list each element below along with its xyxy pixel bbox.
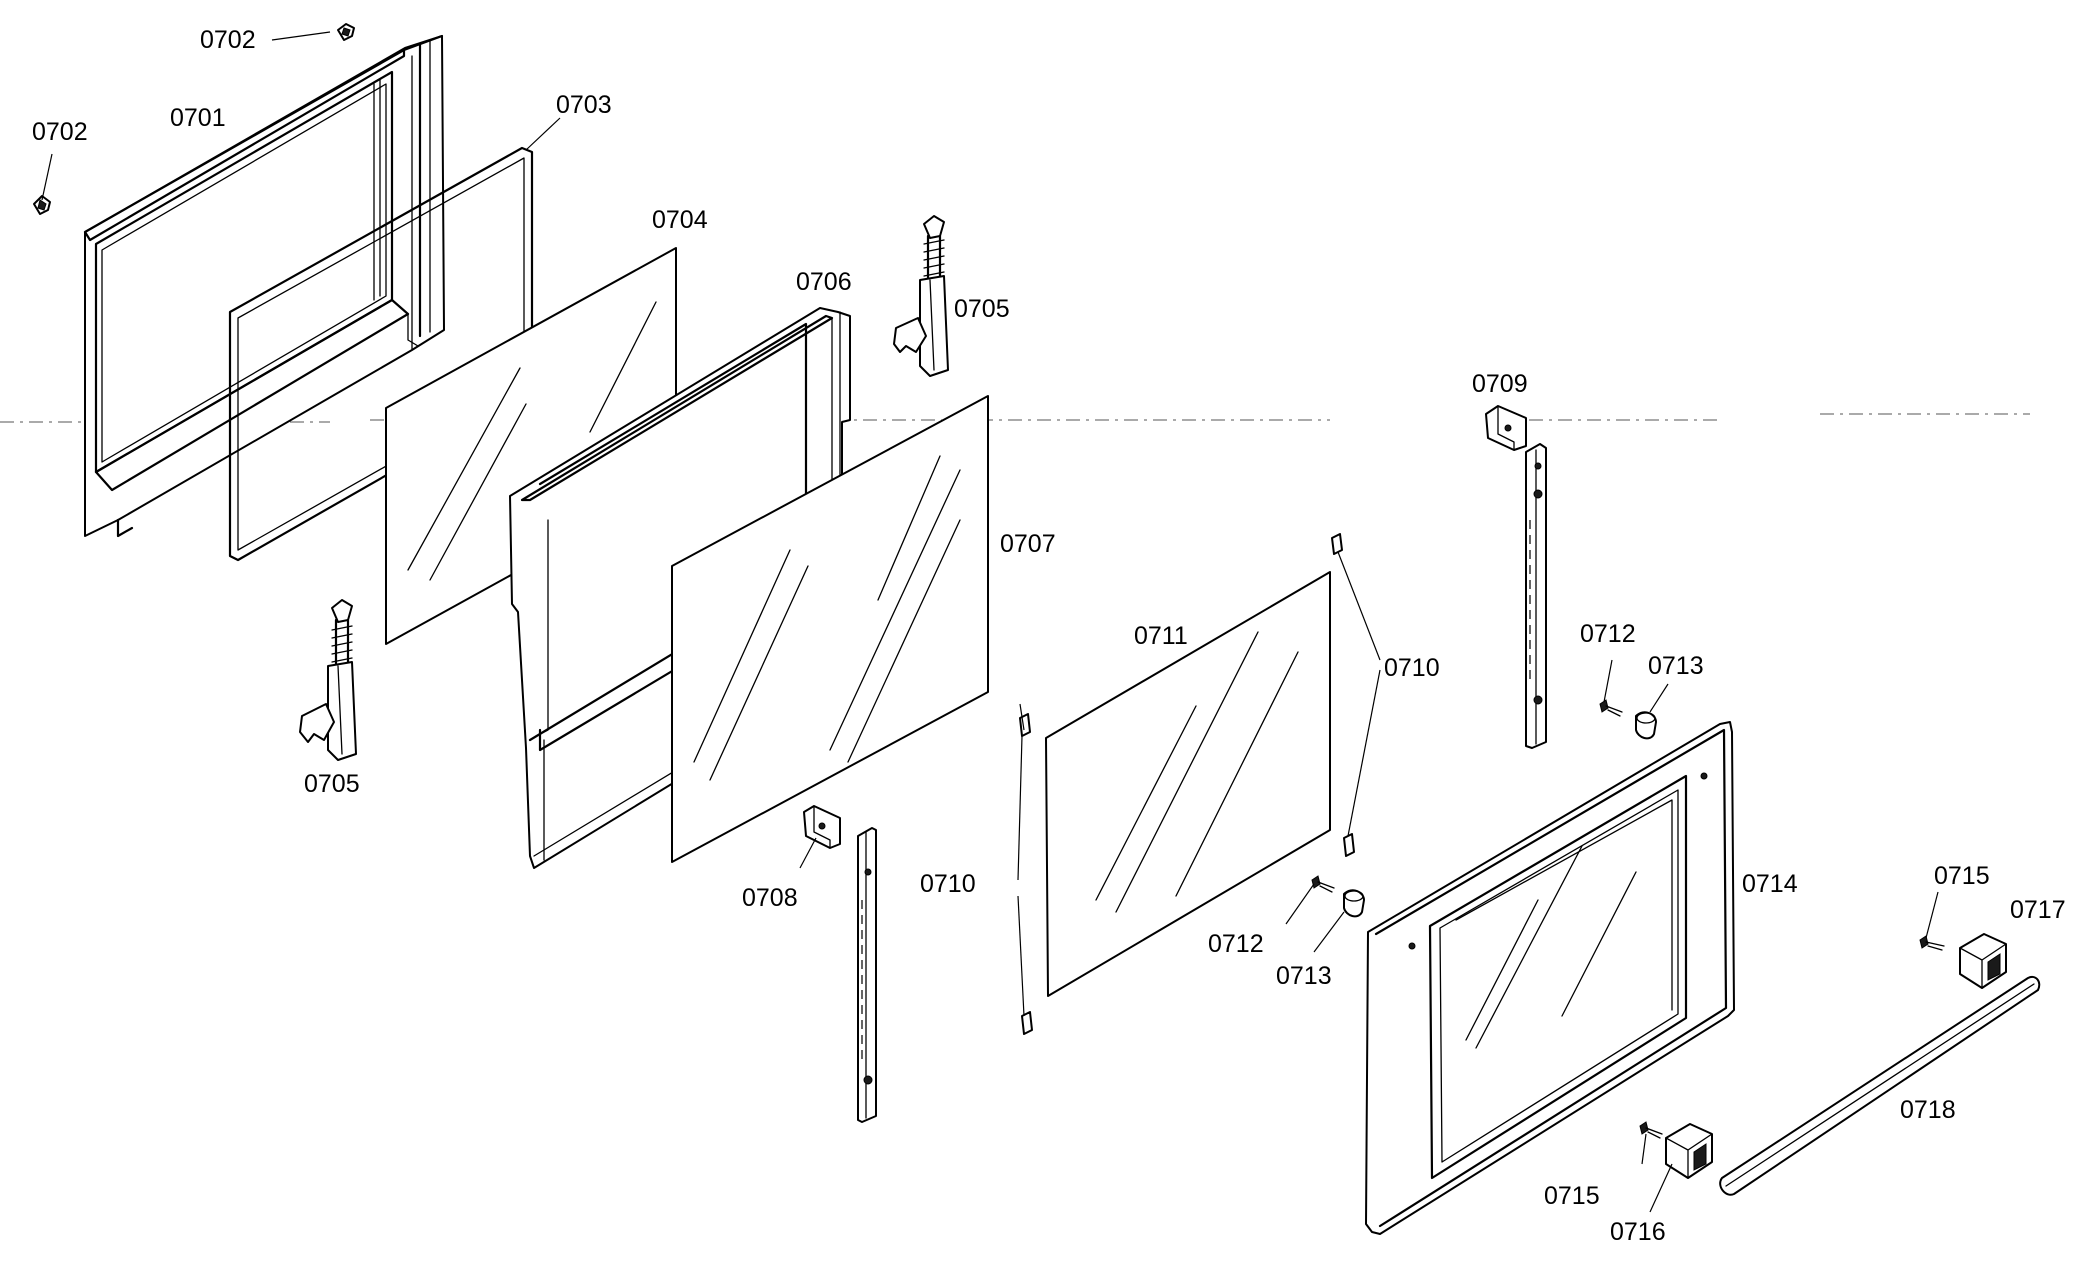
label-0701: 0701	[170, 104, 226, 132]
part-0705-hinge-top	[893, 215, 949, 377]
label-0715-right: 0715	[1934, 862, 1990, 890]
part-0713-cap-upper	[1635, 711, 1657, 740]
part-0715-screw-right	[1919, 935, 1945, 951]
label-0712-lower: 0712	[1208, 930, 1264, 958]
label-0705-bottom: 0705	[304, 770, 360, 798]
part-labels: 0702 0701 0702 0703 0704 0706 0705 0707 …	[32, 26, 2066, 1246]
label-0705-top: 0705	[954, 295, 1010, 323]
label-0702-top: 0702	[200, 26, 256, 54]
part-0716-handle-cap-left	[1665, 1123, 1713, 1179]
part-0710-clip-4	[1021, 1011, 1033, 1035]
part-0702-clip-left	[33, 195, 51, 215]
part-0712-screw-lower	[1311, 875, 1335, 893]
label-0702-left: 0702	[32, 118, 88, 146]
part-0708-bracket	[803, 805, 841, 849]
label-0708: 0708	[742, 884, 798, 912]
part-0709-rail	[1525, 443, 1547, 749]
label-0717: 0717	[2010, 896, 2066, 924]
part-0717-handle-cap-right	[1959, 933, 2007, 989]
center-line	[0, 413, 2030, 423]
part-0718-handle-bar	[1719, 976, 2041, 1196]
label-0710-right: 0710	[1384, 654, 1440, 682]
part-0709-bracket	[1485, 405, 1527, 451]
part-0712-screw-upper	[1599, 699, 1623, 717]
part-0707-middle-glass	[671, 395, 989, 863]
label-0703: 0703	[556, 91, 612, 119]
leader-lines	[41, 31, 1939, 1213]
part-0702-clip-top	[337, 23, 355, 41]
part-0711-outer-glass	[1045, 571, 1331, 997]
part-0705-hinge-bottom	[299, 599, 357, 761]
label-0714: 0714	[1742, 870, 1798, 898]
label-0706: 0706	[796, 268, 852, 296]
label-0712-upper: 0712	[1580, 620, 1636, 648]
label-0710-left: 0710	[920, 870, 976, 898]
part-0710-clip-1	[1331, 533, 1343, 555]
label-0707: 0707	[1000, 530, 1056, 558]
label-0715-bottom: 0715	[1544, 1182, 1600, 1210]
label-0716: 0716	[1610, 1218, 1666, 1246]
part-0710-clip-2	[1343, 833, 1355, 857]
part-0713-cap-lower	[1343, 889, 1365, 918]
label-0713-upper: 0713	[1648, 652, 1704, 680]
label-0713-lower: 0713	[1276, 962, 1332, 990]
part-0715-screw-bottom	[1639, 1121, 1663, 1139]
label-0704: 0704	[652, 206, 708, 234]
label-0711: 0711	[1134, 622, 1188, 650]
part-0701-door-frame	[83, 34, 445, 538]
part-0708-rail	[857, 827, 877, 1123]
part-0714-front-panel	[1365, 721, 1735, 1235]
label-0709: 0709	[1472, 370, 1528, 398]
label-0718: 0718	[1900, 1096, 1956, 1124]
